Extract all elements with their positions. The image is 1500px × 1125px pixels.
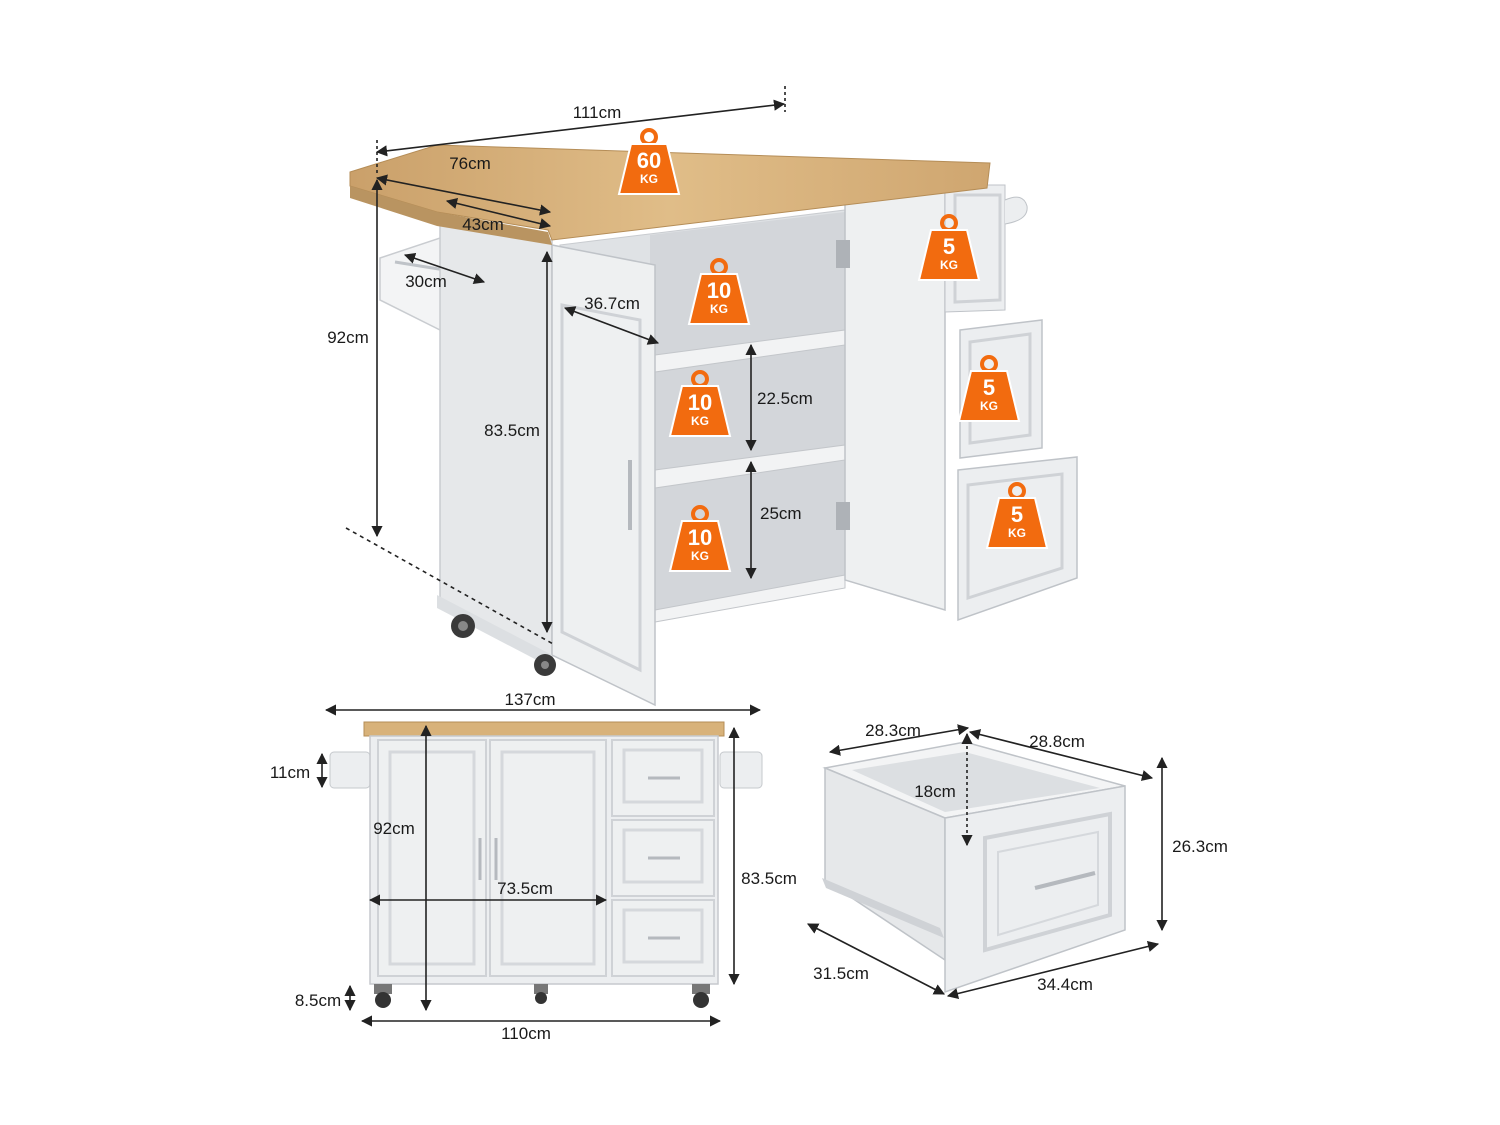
weight-icon — [617, 128, 681, 195]
load-badge-shelf-1: 10 KG — [687, 258, 751, 328]
drawer-dimension-lines — [807, 724, 1168, 1000]
dim-drawer-inner-width: 28.3cm — [865, 721, 921, 740]
load-badge-drawer-3: 5 KG — [985, 482, 1049, 552]
load-value: 5 — [982, 375, 996, 400]
load-unit: KG — [980, 399, 998, 413]
dim-top-length: 111cm — [572, 103, 622, 122]
load-badge-drawer-1: 5 KG — [917, 214, 981, 284]
dim-total-height: 92cm — [327, 328, 369, 347]
dim-cabinet-height: 83.5cm — [484, 421, 540, 440]
load-value: 60 — [636, 148, 662, 173]
load-value: 10 — [687, 525, 713, 550]
weight-icon — [687, 258, 751, 325]
load-unit: KG — [691, 549, 709, 563]
load-value: 5 — [942, 234, 956, 259]
kitchen-island-front-view — [329, 721, 763, 1008]
dim-lower-gap: 25cm — [760, 504, 802, 523]
dim-front-cabinet-height: 83.5cm — [741, 869, 797, 888]
dim-drawer-front-width: 34.4cm — [1037, 975, 1093, 994]
weight-icon — [668, 370, 732, 437]
load-value: 10 — [706, 278, 732, 303]
main-dimension-lines — [345, 86, 786, 646]
load-unit: KG — [710, 302, 728, 316]
dim-rack-height: 11cm — [269, 763, 311, 782]
dim-wheel-height: 8.5cm — [294, 991, 342, 1010]
front-dimension-lines — [316, 704, 762, 1027]
load-unit: KG — [640, 172, 658, 186]
dim-drawer-outer-depth: 31.5cm — [813, 964, 869, 983]
load-value: 10 — [687, 390, 713, 415]
load-unit: KG — [940, 258, 958, 272]
dim-cabinet-width: 110cm — [501, 1024, 551, 1043]
load-unit: KG — [1008, 526, 1026, 540]
dim-overall-width: 137cm — [504, 690, 556, 709]
dim-drawer-inner-height: 18cm — [914, 782, 956, 801]
load-unit: KG — [691, 414, 709, 428]
weight-icon — [668, 505, 732, 572]
weight-icon — [917, 214, 981, 281]
dim-upper-gap: 22.5cm — [757, 389, 813, 408]
weight-icon — [985, 482, 1049, 549]
dim-drawer-inner-depth: 28.8cm — [1029, 732, 1085, 751]
dim-shelf-depth: 36.7cm — [584, 294, 640, 313]
load-value: 5 — [1010, 502, 1024, 527]
dim-top-depth: 76cm — [449, 154, 491, 173]
weight-icon — [957, 355, 1021, 422]
dim-inner-width: 73.5cm — [497, 879, 553, 898]
load-badge-drawer-2: 5 KG — [957, 355, 1021, 425]
dim-drawer-front-height: 26.3cm — [1172, 837, 1228, 856]
load-badge-top: 60 KG — [617, 128, 681, 198]
dim-rack-width: 30cm — [405, 272, 447, 291]
load-badge-shelf-3: 10 KG — [668, 505, 732, 575]
dim-cabinet-depth: 43cm — [462, 215, 504, 234]
dim-front-total-height: 92cm — [373, 819, 415, 838]
load-badge-shelf-2: 10 KG — [668, 370, 732, 440]
